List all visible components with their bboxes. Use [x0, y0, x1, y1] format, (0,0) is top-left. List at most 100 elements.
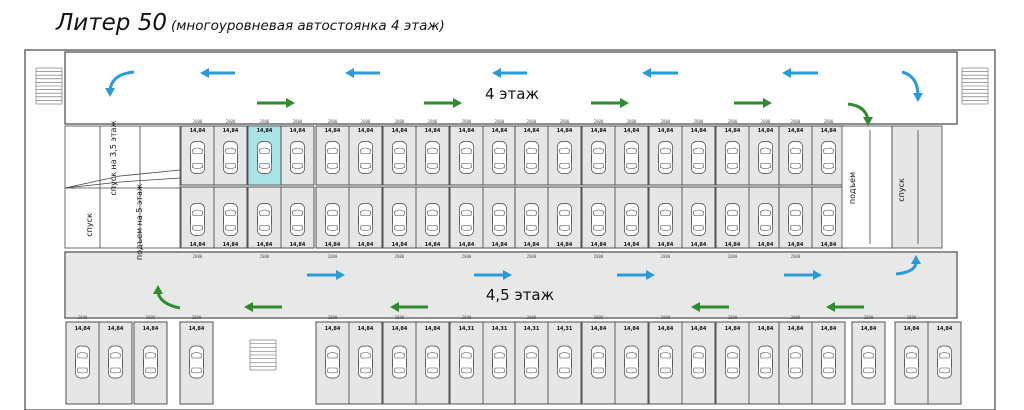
dimension-label: 2800 — [78, 315, 88, 320]
dimension-label: 2800 — [328, 315, 338, 320]
space-outline — [213, 125, 248, 186]
space-area: 14,84 — [821, 326, 837, 332]
space-area: 14,84 — [788, 128, 804, 134]
dimension-label: 2800 — [864, 315, 874, 320]
dimension-label: 2800 — [594, 119, 604, 124]
upper-aisle — [66, 53, 956, 123]
dimension-label: 2800 — [661, 315, 671, 320]
space-outline — [133, 321, 168, 405]
car-icon — [325, 141, 340, 174]
dimension-label: 2800 — [226, 119, 236, 124]
car-icon — [358, 345, 373, 379]
space-area: 14,84 — [624, 242, 640, 248]
parking-space: 14,84 — [213, 186, 248, 249]
dimension-label: 2800 — [361, 119, 371, 124]
dimension-label: 2800 — [395, 119, 405, 124]
car-icon — [937, 345, 952, 379]
space-area: 14,84 — [821, 128, 837, 134]
dimension-label: 2800 — [260, 119, 270, 124]
blue-arrow-icon — [895, 255, 921, 276]
left-ramps — [64, 125, 181, 249]
parking-space: 14,84 — [213, 125, 248, 186]
arrow-head — [913, 93, 923, 102]
car-icon — [658, 345, 673, 379]
space-area: 14,31 — [524, 326, 540, 332]
car-icon — [75, 345, 90, 379]
space-outline — [213, 186, 248, 249]
dimension-label: 2800 — [907, 315, 917, 320]
arrow-head — [642, 68, 651, 78]
stair-icon — [249, 339, 277, 371]
parking-space: 14,84 — [547, 125, 582, 186]
space-area: 14,84 — [257, 128, 273, 134]
car-icon — [290, 203, 305, 236]
blue-arrow-icon — [782, 68, 818, 78]
dimension-label: 2800 — [728, 315, 738, 320]
green-arrow-icon — [734, 98, 772, 108]
space-area: 14,84 — [392, 128, 408, 134]
green-arrow-icon — [244, 302, 282, 312]
space-area: 14,84 — [392, 326, 408, 332]
space-area: 14,84 — [358, 128, 374, 134]
blue-arrow-icon — [642, 68, 678, 78]
parking-space: 14,84 — [681, 125, 716, 186]
space-area: 14,84 — [425, 326, 441, 332]
blue-arrow-icon — [200, 68, 235, 78]
car-icon — [624, 141, 639, 174]
blue-arrow-icon — [617, 270, 655, 280]
arrow-head — [813, 270, 822, 280]
bay-group: 14,84 14,84 — [180, 125, 248, 186]
space-area: 14,84 — [223, 242, 239, 248]
dimension-label: 2800 — [761, 119, 771, 124]
space-area: 14,84 — [557, 128, 573, 134]
car-icon — [557, 345, 572, 379]
car-icon — [624, 203, 639, 236]
blue-arrow-icon — [901, 70, 923, 102]
green-arrow-icon — [390, 302, 428, 312]
car-icon — [223, 141, 238, 174]
arrow-head — [691, 302, 700, 312]
arrow-head — [345, 68, 354, 78]
car-icon — [788, 345, 803, 379]
car-icon — [425, 345, 440, 379]
space-outline — [681, 186, 716, 249]
car-icon — [821, 203, 836, 236]
stair-icon — [961, 67, 989, 105]
parking-space: 14,84 — [348, 186, 383, 249]
space-area: 14,84 — [190, 128, 206, 134]
car-icon — [358, 203, 373, 236]
ramp-label-up-right: подъем — [848, 172, 857, 204]
floor-label-upper: 4 этаж — [485, 85, 539, 103]
car-icon — [459, 141, 474, 174]
space-area: 14,84 — [325, 326, 341, 332]
dimension-label: 2800 — [560, 119, 570, 124]
arrow-head — [286, 98, 295, 108]
parking-space: 14,84 — [415, 186, 450, 249]
car-icon — [788, 203, 803, 236]
space-outline — [280, 125, 315, 186]
space-area: 14,84 — [591, 326, 607, 332]
space-area: 14,84 — [758, 326, 774, 332]
car-icon — [524, 141, 539, 174]
ramp-label-up-5: подъем на 5 этаж — [135, 184, 144, 260]
space-outline — [415, 125, 450, 186]
parking-space: 14,84 — [614, 186, 649, 249]
space-outline — [547, 321, 582, 405]
space-area: 14,84 — [624, 128, 640, 134]
blue-arrow-icon — [307, 270, 345, 280]
space-area: 14,84 — [725, 128, 741, 134]
floor-label-lower: 4,5 этаж — [486, 286, 554, 304]
blue-arrow-icon — [105, 70, 135, 97]
space-area: 14,84 — [143, 326, 159, 332]
dimension-label: 2800 — [462, 315, 472, 320]
